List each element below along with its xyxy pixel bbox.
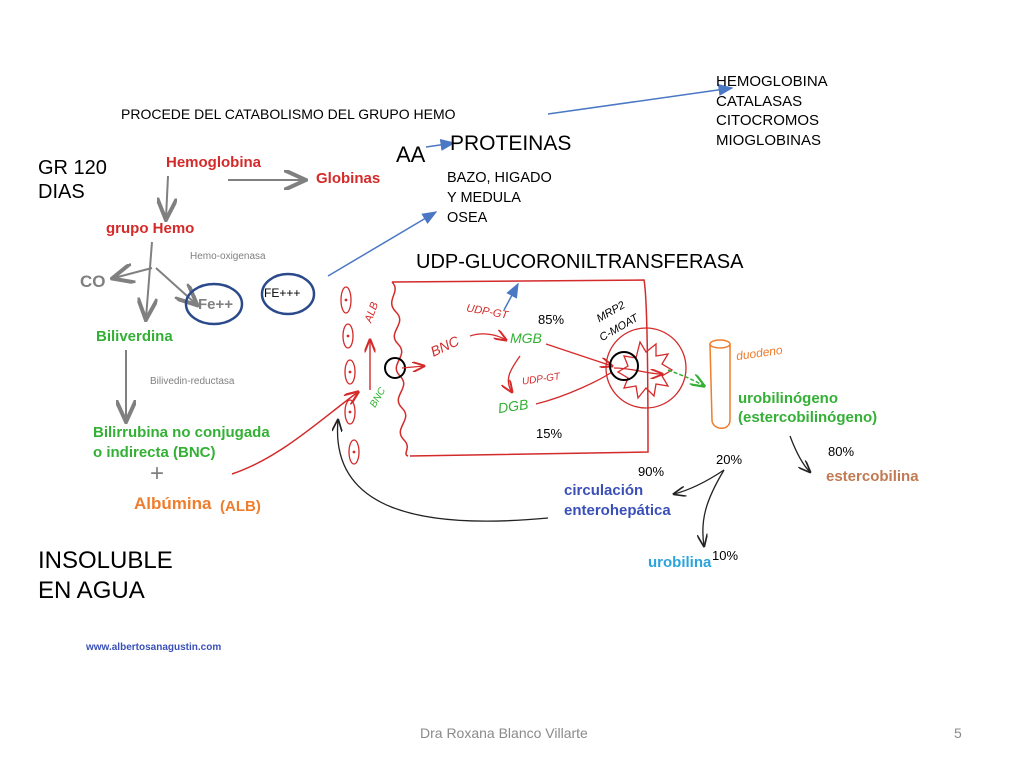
pct-20: 20% xyxy=(716,452,743,467)
gr120-label: GR 120 DIAS xyxy=(38,157,107,203)
procede-label: PROCEDE DEL CATABOLISMO DEL GRUPO HEMO xyxy=(121,106,456,122)
circulacion-line1: circulación xyxy=(564,482,644,499)
canaliculus-star xyxy=(616,340,674,400)
duodenum-tube xyxy=(709,339,731,429)
bnc-line1: Bilirrubina no conjugada xyxy=(93,424,270,441)
arrow-fe-to-sites xyxy=(327,211,438,277)
mgb-mark: MGB xyxy=(510,330,542,346)
arrow-bnc-to-blood xyxy=(231,392,358,475)
arrow-aa-to-proteinas xyxy=(425,138,456,151)
pct-10: 10% xyxy=(712,548,739,563)
bnc-line2: o indirecta (BNC) xyxy=(93,444,216,461)
circulacion-line2: enterohepática xyxy=(564,502,671,519)
alb-abbr-label: (ALB) xyxy=(220,498,261,515)
urobilinogeno-line2: (estercobilinógeno) xyxy=(738,409,878,426)
arrow-udp-title xyxy=(503,282,519,311)
arrow-hemo-to-biliverdina xyxy=(146,241,152,318)
aa-label: AA xyxy=(396,142,426,167)
footer-author: Dra Roxana Blanco Villarte xyxy=(420,725,588,741)
mrp2-circle xyxy=(609,351,639,381)
blood-cell-dots xyxy=(344,298,356,454)
fe3-label: FE+++ xyxy=(264,286,301,300)
fe3-circle xyxy=(260,272,316,316)
urobilina-label: urobilina xyxy=(648,554,712,571)
page-number: 5 xyxy=(954,725,962,741)
canaliculus-circle xyxy=(605,327,687,409)
blood-cells xyxy=(340,286,360,465)
insoluble-label: INSOLUBLE EN AGUA xyxy=(38,547,173,604)
proteinas-label: PROTEINAS xyxy=(450,132,572,155)
grupo-hemo-label: grupo Hemo xyxy=(106,220,195,237)
pct-80: 80% xyxy=(828,444,855,459)
enzymes-list: HEMOGLOBINA CATALASAS CITOCROMOS MIOGLOB… xyxy=(716,73,828,149)
sites-label: BAZO, HIGADO Y MEDULA OSEA xyxy=(447,170,552,226)
bilivedin-reductasa-label: Bilivedin-reductasa xyxy=(150,376,235,387)
biliverdina-label: Biliverdina xyxy=(96,328,173,345)
plus-sign: + xyxy=(150,460,165,487)
hemoglobina-label: Hemoglobina xyxy=(166,154,262,171)
urobilinogeno-line1: urobilinógeno xyxy=(738,390,838,407)
arrow-hemo-to-fe xyxy=(155,267,196,304)
globinas-label: Globinas xyxy=(316,170,381,187)
hemo-oxigenasa-label: Hemo-oxigenasa xyxy=(190,251,266,262)
website-link[interactable]: www.albertosanagustin.com xyxy=(86,642,222,653)
arrow-procede-to-enzymes xyxy=(547,83,734,115)
estercobilina-label: estercobilina xyxy=(826,468,919,485)
arrow-enterohepatic-return xyxy=(338,420,549,522)
arrow-hemo-to-co xyxy=(114,268,153,278)
fe2-circle xyxy=(184,282,244,326)
fe2-label: Fe++ xyxy=(198,296,234,313)
arrow-hb-to-hemo xyxy=(166,175,168,218)
pct-85: 85% xyxy=(538,312,565,327)
pct-90: 90% xyxy=(638,464,665,479)
hepatocyte-box xyxy=(391,279,649,457)
udp-title: UDP-GLUCORONILTRANSFERASA xyxy=(416,251,744,273)
co-label: CO xyxy=(80,272,106,291)
pct-15: 15% xyxy=(536,426,563,441)
albumina-label: Albúmina xyxy=(134,494,212,513)
